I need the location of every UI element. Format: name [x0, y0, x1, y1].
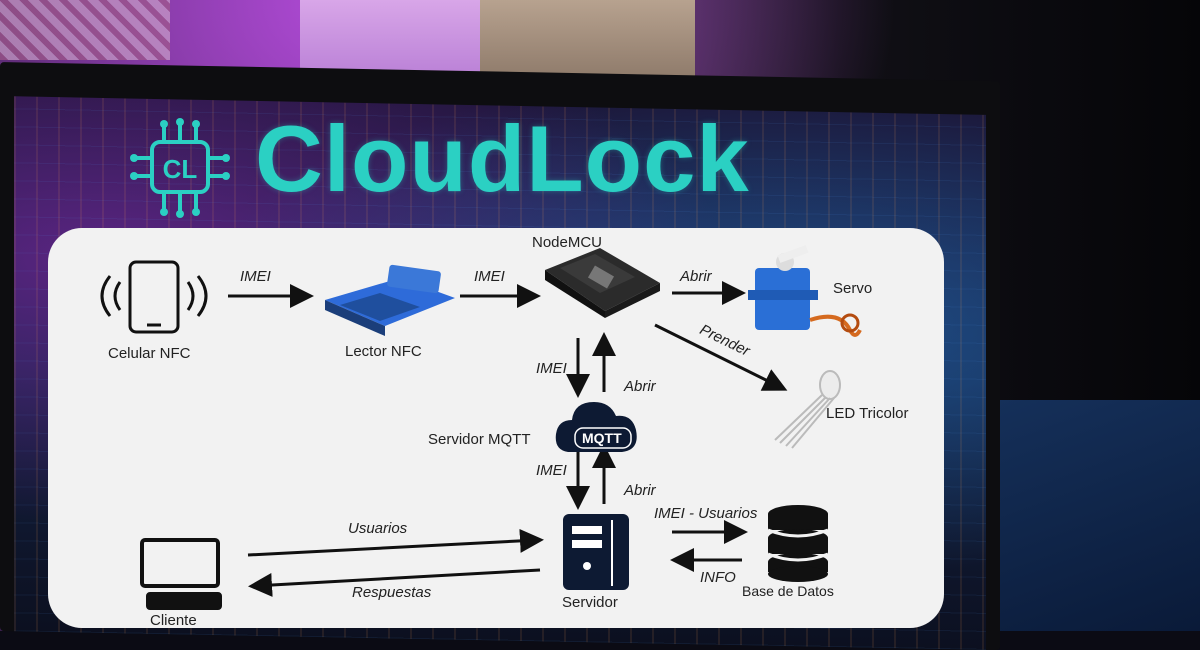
beige-wall-panel	[480, 0, 695, 80]
svg-text:CL: CL	[163, 154, 198, 184]
phone-label: Celular NFC	[108, 345, 191, 362]
edge-label-mcu-servo: Abrir	[680, 268, 712, 285]
edge-label-db-server: INFO	[700, 569, 736, 586]
edge-label-mqtt-mcu: Abrir	[624, 378, 656, 395]
reader-label: Lector NFC	[345, 343, 422, 360]
page-title: CloudLock	[255, 106, 750, 211]
edge-label-reader-mcu: IMEI	[474, 268, 505, 285]
client-label: Cliente	[150, 612, 197, 629]
mqtt-badge: MQTT	[582, 430, 622, 446]
mqtt-server-label: Servidor MQTT	[428, 431, 531, 448]
led-label: LED Tricolor	[826, 405, 909, 422]
server-label: Servidor	[562, 594, 618, 611]
circuit-logo-icon: CL	[130, 118, 230, 218]
edge-label-server-db: IMEI - Usuarios	[654, 505, 758, 522]
edge-label-client-server: Usuarios	[348, 520, 408, 537]
database-label: Base de Datos	[742, 583, 834, 599]
second-monitor	[985, 400, 1200, 631]
wall-pattern	[0, 0, 170, 60]
diagram-card	[48, 228, 944, 628]
edge-label-server-client: Respuestas	[352, 584, 432, 601]
nodemcu-label: NodeMCU	[532, 234, 603, 251]
edge-label-mcu-mqtt: IMEI	[536, 360, 567, 377]
edge-label-mqtt-server: IMEI	[536, 462, 567, 479]
pink-wall-panel	[300, 0, 490, 80]
servo-label: Servo	[833, 280, 873, 297]
edge-label-server-mqtt: Abrir	[624, 482, 656, 499]
edge-label-phone-reader: IMEI	[240, 268, 271, 285]
